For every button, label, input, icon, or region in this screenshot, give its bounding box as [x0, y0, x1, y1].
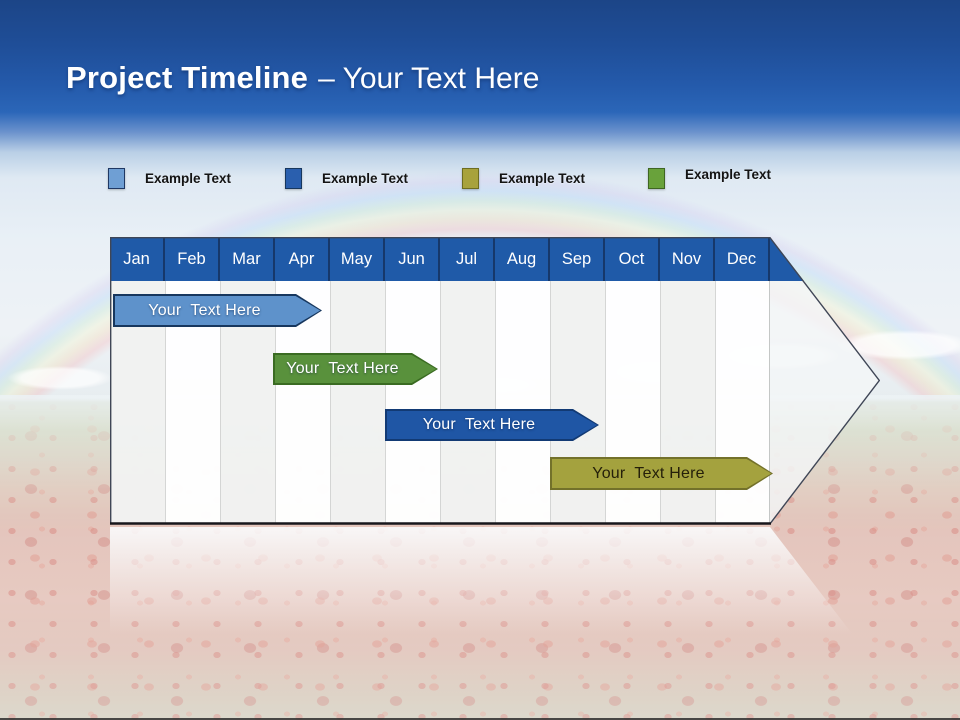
month-header-sep: Sep	[550, 237, 605, 281]
month-column-stripe	[440, 281, 495, 524]
bar-label: Your Text Here	[422, 416, 536, 433]
bar-fill-shape	[552, 459, 771, 488]
legend-color-swatch	[648, 167, 665, 189]
month-header-oct: Oct	[605, 237, 660, 281]
month-header-mar: Mar	[220, 237, 275, 281]
month-column-stripe	[385, 281, 440, 524]
legend-item-1: Example Text	[108, 166, 231, 190]
month-header-nov: Nov	[660, 237, 715, 281]
header-slant-extension	[770, 237, 804, 281]
legend-label: Example Text	[322, 170, 409, 186]
slide-bottom-edge	[0, 718, 960, 720]
bar-label: Your Text Here	[148, 301, 261, 319]
bar-fill-shape	[115, 296, 320, 325]
legend-color-swatch	[462, 167, 479, 189]
legend-label: Example Text	[685, 166, 772, 182]
table-reflection	[110, 527, 880, 635]
month-header-jun: Jun	[385, 237, 440, 281]
legend-item-4: Example Text	[648, 166, 771, 190]
legend-item-2: Example Text	[285, 166, 408, 190]
bar-fill-shape	[387, 411, 597, 439]
timeline-bar-4: Your Text Here	[550, 457, 773, 490]
timeline-bar-3: Your Text Here	[385, 409, 599, 441]
title-bold-text: Project Timeline	[66, 60, 309, 95]
month-header-dec: Dec	[715, 237, 770, 281]
legend-color-swatch	[108, 167, 125, 189]
legend-item-3: Example Text	[462, 166, 585, 190]
month-column-stripe	[495, 281, 550, 524]
month-column-stripe	[330, 281, 385, 524]
bar-label: Your Text Here	[592, 464, 705, 482]
timeline-bar-1: Your Text Here	[113, 294, 322, 327]
bar-fill-shape	[275, 355, 436, 383]
month-header-feb: Feb	[165, 237, 220, 281]
month-header-may: May	[330, 237, 385, 281]
title-subtitle-text: – Your Text Here	[318, 62, 540, 95]
month-header-aug: Aug	[495, 237, 550, 281]
month-header-jul: Jul	[440, 237, 495, 281]
legend-label: Example Text	[499, 170, 586, 186]
bar-label: Your Text Here	[286, 360, 399, 377]
timeline-bar-2: Your Text Here	[273, 353, 438, 385]
month-header-jan: Jan	[110, 237, 165, 281]
legend-label: Example Text	[145, 170, 232, 186]
page-title: Project Timeline – Your Text Here	[66, 60, 539, 96]
month-header-apr: Apr	[275, 237, 330, 281]
legend-color-swatch	[285, 167, 302, 189]
